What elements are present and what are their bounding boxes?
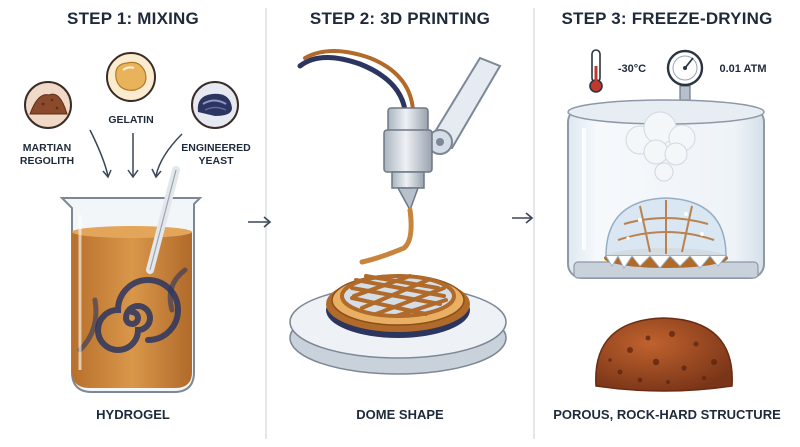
temperature-label: -30°C [617, 63, 647, 75]
hydrogel-beaker [59, 166, 203, 393]
step1-caption: HYDROGEL [96, 407, 170, 422]
porous-rock-structure [595, 317, 733, 392]
frozen-dome [604, 197, 728, 269]
thermometer-icon [589, 49, 603, 93]
feed-tubes [297, 49, 415, 113]
pressure-label: 0.01 ATM [719, 63, 767, 75]
step2-caption: DOME SHAPE [356, 407, 444, 422]
regolith-icon [24, 81, 72, 129]
arrow-step1-to-step2 [248, 216, 272, 228]
ingredient-arrows [89, 129, 183, 179]
step3-caption: POROUS, ROCK-HARD STRUCTURE [553, 407, 781, 422]
step1-title: STEP 1: MIXING [67, 9, 199, 28]
ingredient-yeast-label: ENGINEERED YEAST [181, 142, 251, 167]
vapor-cloud [625, 111, 696, 182]
gelatin-icon [106, 52, 156, 102]
printer-nozzle [383, 107, 433, 212]
step2-title: STEP 2: 3D PRINTING [309, 9, 491, 28]
pressure-gauge-icon [666, 49, 704, 101]
ingredient-gelatin-label: GELATIN [108, 114, 154, 126]
arrow-step2-to-step3 [512, 212, 534, 224]
ingredient-regolith-label: MARTIAN REGOLITH [19, 142, 75, 167]
extruded-strand [359, 207, 414, 265]
yeast-icon [191, 81, 239, 129]
printer-arm [427, 56, 502, 155]
step3-title: STEP 3: FREEZE-DRYING [561, 9, 773, 28]
printed-dome-lattice [326, 274, 470, 338]
